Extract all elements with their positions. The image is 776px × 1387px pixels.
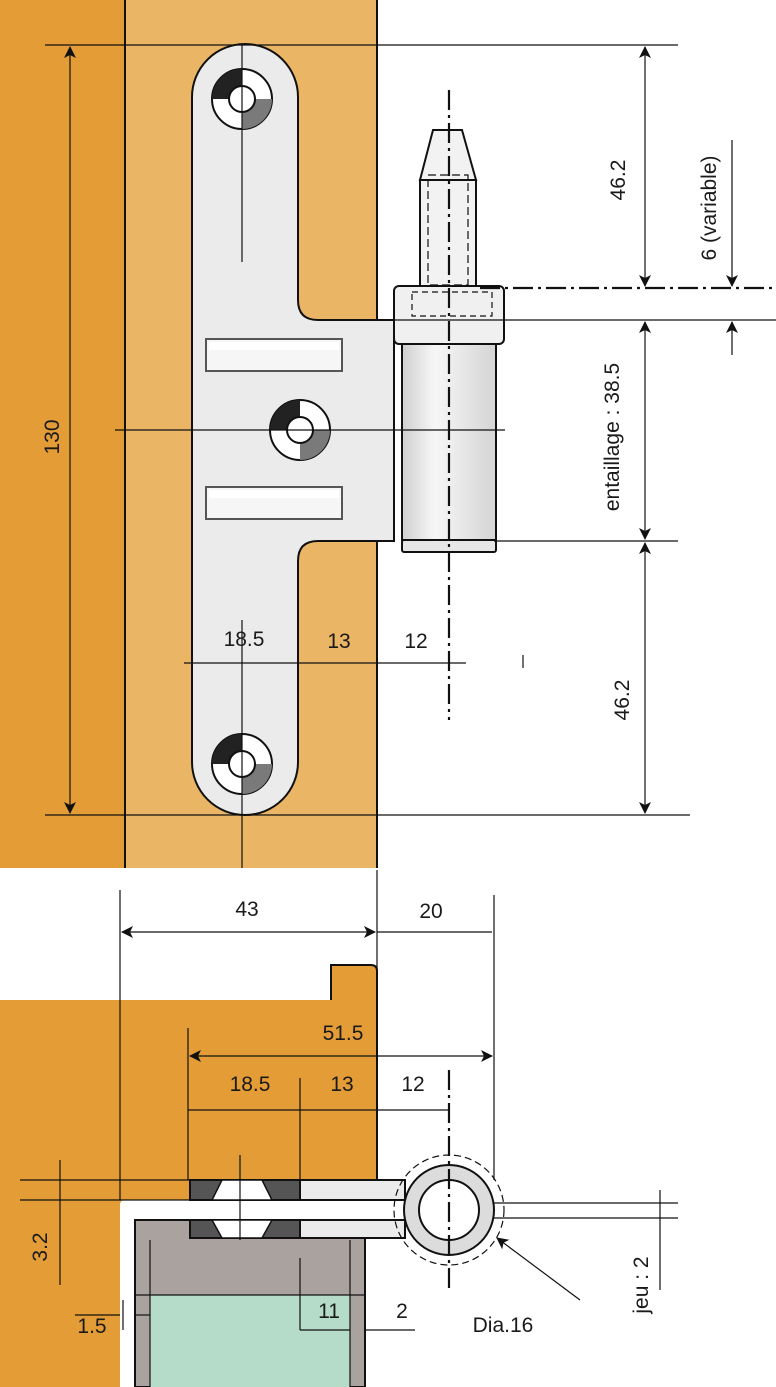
glass-pane <box>150 1295 350 1387</box>
dim-pin-variable: 6 (variable) <box>698 155 721 260</box>
elevation-view: 130 46.2 6 (variable) entaillage : 38.5 … <box>0 0 776 868</box>
hinge-pin <box>393 129 505 553</box>
dim-offset-b: 13 <box>327 630 350 653</box>
dim-diameter: Dia.16 <box>473 1314 534 1337</box>
dim-section-offset-c: 12 <box>401 1073 424 1096</box>
dim-play: jeu : 2 <box>630 1256 653 1314</box>
dim-width-pin: 20 <box>419 900 442 923</box>
dim-lower-pin: 46.2 <box>611 680 634 721</box>
frame-wood-dark <box>0 0 125 868</box>
dim-offset-a: 18.5 <box>224 628 265 651</box>
dim-width-frame: 43 <box>235 898 258 921</box>
dim-section-offset-b: 13 <box>330 1073 353 1096</box>
dim-offset-c: 12 <box>404 630 427 653</box>
dim-thickness: 3.2 <box>29 1232 52 1261</box>
dim-gap-glass: 11 <box>318 1300 340 1323</box>
dim-section-offset-a: 18.5 <box>230 1073 271 1096</box>
dim-width-total: 51.5 <box>323 1022 364 1045</box>
dim-upper-pin: 46.2 <box>607 160 630 201</box>
dim-height-total: 130 <box>41 419 64 454</box>
dim-rebate: 1.5 <box>77 1315 106 1338</box>
dim-entaillage: entaillage : 38.5 <box>601 363 624 511</box>
section-view: 43 20 51.5 18.5 13 12 3.2 1.5 11 2 jeu :… <box>0 870 678 1387</box>
dim-gap-frame: 2 <box>396 1300 408 1323</box>
